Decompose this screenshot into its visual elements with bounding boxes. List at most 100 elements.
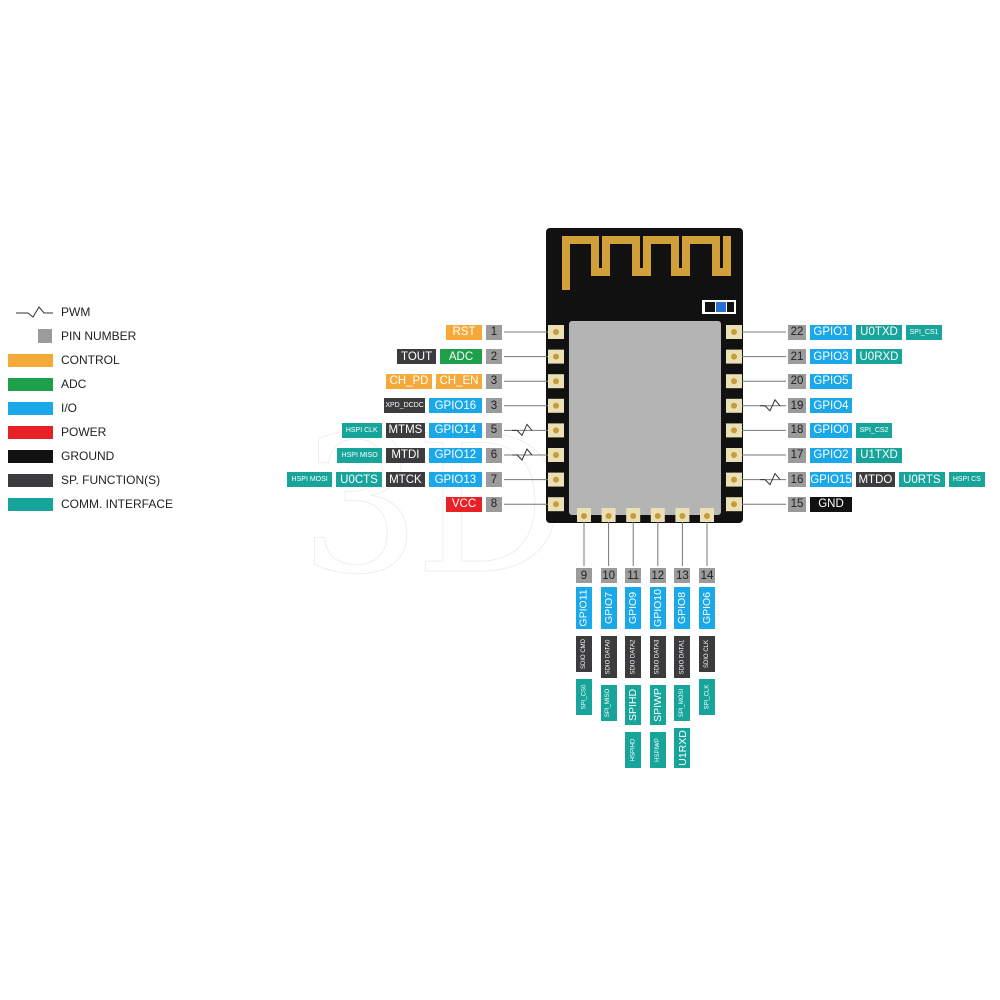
legend-label: CONTROL [61, 353, 120, 367]
pin-label-text: SPIHD [627, 688, 640, 722]
pwm-icon [16, 306, 53, 318]
pin-label-spiwp: SPIWP [649, 685, 666, 725]
pin-label-gpio5: GPIO5 [810, 373, 852, 389]
pin-label-hspi-mosi: HSPI MOSI [287, 472, 332, 488]
pin-label-sdio-data2: SDIO DATA2 [625, 636, 642, 678]
legend-label: SP. FUNCTION(S) [61, 473, 161, 487]
legend-label: GROUND [61, 449, 115, 463]
pin-label-text: GPIO7 [602, 591, 615, 625]
pin-label-text: SPI_MISO [605, 688, 612, 718]
pin-label-mtdi: MTDI [386, 447, 425, 463]
pin-label-gpio15: GPIO15 [810, 472, 852, 488]
pin-label-spi-mosi: SPI_MOSI [674, 685, 691, 721]
pin-label-u1rxd: U1RXD [674, 728, 691, 768]
pin-label-adc: ADC [440, 349, 482, 365]
pin-label-hspi-miso: HSPI MISO [337, 447, 382, 463]
pin-label-gpio11: GPIO11 [576, 587, 592, 629]
pin-number: 11 [625, 568, 642, 583]
pin-number: 1 [486, 324, 502, 340]
pin-label-gpio3: GPIO3 [810, 349, 852, 365]
pin-label-gpio10: GPIO10 [649, 587, 666, 629]
pin-label-gpio8: GPIO8 [674, 587, 691, 629]
pin-label-gpio14: GPIO14 [428, 422, 482, 438]
pin-label-sdio-cmd: SDIO CMD [576, 636, 592, 672]
pin-label-spi-cs2: SPI_CS2 [856, 422, 893, 438]
legend-item-power: POWER [8, 424, 208, 440]
antenna-trace [562, 236, 731, 290]
pin-label-text: U1RXD [676, 730, 689, 766]
legend-item-pin: PIN NUMBER [8, 328, 208, 344]
pin-label-text: SDIO CLK [704, 639, 711, 669]
pin-label-gpio12: GPIO12 [428, 447, 482, 463]
pin-label-ch-pd: CH_PD [386, 373, 432, 389]
pin-label-hspi-clk: HSPI CLK [341, 422, 382, 438]
legend-swatch-adc [8, 378, 53, 391]
pin-number: 12 [649, 568, 666, 583]
pin-number: 21 [788, 349, 806, 365]
pin-label-text: GPIO6 [701, 591, 714, 625]
pin-label-spi-clk: SPI_CLK [699, 679, 715, 715]
legend-swatch-power [8, 426, 53, 439]
pin-label-text: SPIWP [651, 688, 664, 722]
pin-number: 22 [788, 324, 806, 340]
pin-label-gpio0: GPIO0 [810, 422, 852, 438]
pin-label-text: SDIO DATA2 [630, 639, 637, 675]
pin-label-gpio1: GPIO1 [810, 324, 852, 340]
pin-label-ch-en: CH_EN [436, 373, 482, 389]
pin-number: 2 [486, 349, 502, 365]
pin-label-text: SDIO DATA1 [679, 639, 686, 675]
legend-swatch-pin [38, 329, 52, 343]
pin-label-sdio-data1: SDIO DATA1 [674, 636, 691, 678]
pin-label-hspihd: HSPIHD [625, 732, 642, 768]
pin-number: 3 [486, 398, 502, 414]
pwm-mark-left-4 [512, 423, 533, 437]
legend-swatch-control [8, 354, 53, 367]
legend-swatch-ground [8, 450, 53, 463]
pin-number: 19 [788, 398, 806, 414]
pin-label-vcc: VCC [446, 496, 482, 512]
legend-item-io: I/O [8, 400, 208, 416]
pin-label-text: HSPIWP [654, 738, 661, 762]
pin-label-sdio-clk: SDIO CLK [699, 636, 715, 672]
legend-label: PIN NUMBER [61, 329, 137, 343]
legend-label: PWM [61, 305, 91, 319]
pin-number: 3 [486, 373, 502, 389]
pin-number: 20 [788, 373, 806, 389]
pin-label-mtdo: MTDO [856, 472, 895, 488]
pin-label-mtck: MTCK [386, 472, 425, 488]
pin-label-gpio13: GPIO13 [428, 472, 482, 488]
pin-label-spi-cs0: SPI_CS0 [576, 679, 592, 715]
pin-number: 18 [788, 422, 806, 438]
pin-number: 17 [788, 447, 806, 463]
pin-label-text: HSPIHD [630, 738, 637, 762]
pin-label-text: GPIO10 [651, 589, 664, 627]
pin-number: 9 [576, 568, 592, 583]
pin-label-text: SPI_CLK [704, 684, 710, 710]
pin-label-mtms: MTMS [386, 422, 425, 438]
legend-label: COMM. INTERFACE [61, 497, 174, 511]
legend-swatch-sp [8, 474, 53, 487]
pin-number: 16 [788, 472, 806, 488]
pin-label-u0rts: U0RTS [898, 472, 945, 488]
pin-label-text: GPIO8 [676, 591, 689, 625]
pin-number: 14 [699, 568, 715, 583]
pin-label-text: GPIO9 [627, 591, 640, 625]
pin-number: 15 [788, 496, 806, 512]
pin-label-text: SPI_MOSI [679, 688, 686, 718]
pin-label-text: GPIO11 [578, 589, 590, 627]
pin-label-hspi-cs: HSPI CS [948, 472, 985, 488]
pin-label-text: SPI_CS0 [581, 684, 587, 710]
pin-label-sdio-data3: SDIO DATA3 [649, 636, 666, 678]
pin-label-gpio4: GPIO4 [810, 398, 852, 414]
legend-item-control: CONTROL [8, 352, 208, 368]
legend-label: POWER [61, 425, 107, 439]
pin-label-rst: RST [446, 324, 482, 340]
pin-number: 10 [600, 568, 617, 583]
pin-label-text: SDIO DATA0 [605, 639, 612, 675]
pin-label-text: SDIO CMD [581, 639, 587, 669]
pin-label-hspiwp: HSPIWP [649, 732, 666, 768]
legend-swatch-io [8, 402, 53, 415]
legend-item-ground: GROUND [8, 448, 208, 464]
